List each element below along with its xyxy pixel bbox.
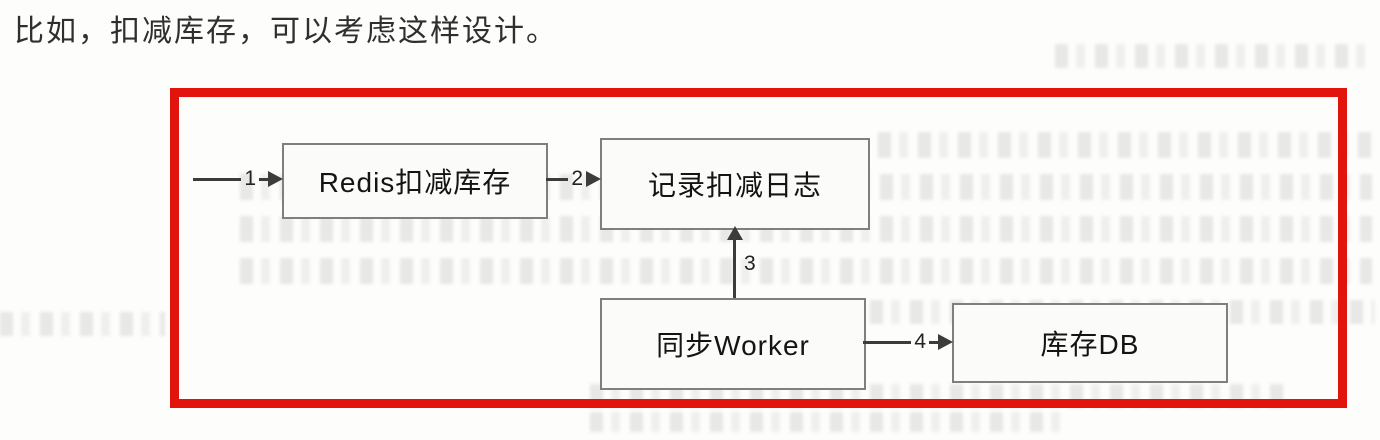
scan-bleed-artifact [878,132,1372,158]
diagram-node-worker-label: 同步Worker [656,330,810,361]
diagram-node-redis-label: Redis扣减库存 [318,167,512,198]
arrow-1-label: 1 [244,166,256,190]
arrow-up-icon [727,226,743,240]
arrow-line [733,238,736,298]
scan-bleed-artifact [240,258,1372,284]
arrow-line [193,177,242,181]
intro-sentence: 比如，扣减库存，可以考虑这样设计。 [14,15,558,48]
arrow-3-label: 3 [744,252,756,275]
scan-bleed-artifact [0,312,165,336]
arrow-2-label: 2 [571,166,583,190]
arrow-right-icon [938,334,953,350]
arrow-line [546,177,569,181]
diagram-node-redis: Redis扣减库存 [282,143,548,219]
arrow-2: 2 [546,167,601,191]
arrow-4: 4 [863,330,953,354]
arrow-4-label: 4 [914,329,926,353]
arrow-right-icon [268,171,283,187]
diagram-node-worker: 同步Worker [600,298,866,390]
scan-bleed-artifact [590,412,1060,432]
diagram-node-log-label: 记录扣减日志 [647,170,822,201]
arrow-3: 3 [726,226,756,298]
arrow-1: 1 [193,167,283,191]
diagram-node-db-label: 库存DB [1040,329,1140,360]
arrow-right-icon [586,171,601,187]
arrow-line [863,340,912,344]
arrow-line [259,177,268,181]
diagram-node-db: 库存DB [952,303,1228,383]
diagram-node-log: 记录扣减日志 [600,138,870,230]
red-highlight-frame [170,88,1347,408]
scan-bleed-artifact [1055,44,1375,68]
arrow-line [929,340,938,344]
